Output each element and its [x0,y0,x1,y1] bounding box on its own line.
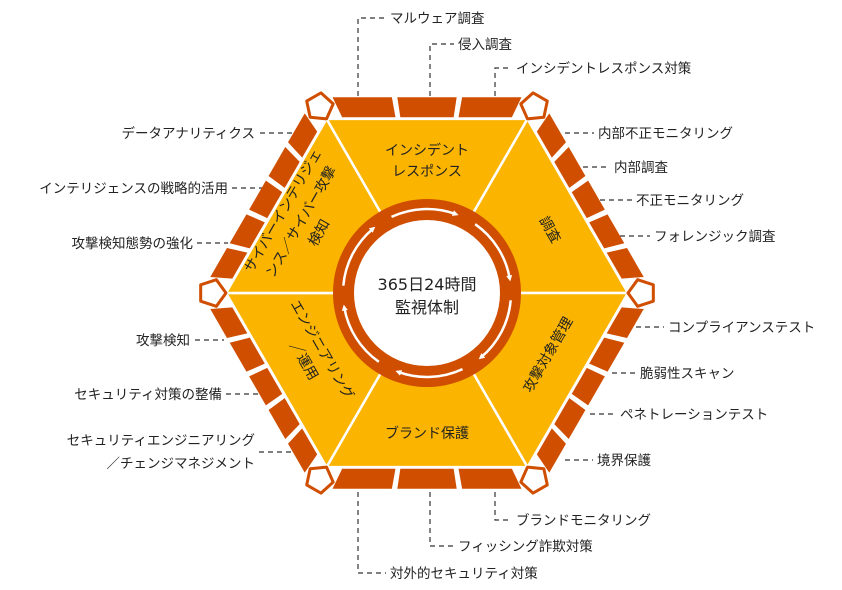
cycle-arrow-icon [478,300,512,360]
segment-incident-response-line2: レスポンス [392,164,462,180]
segment-brand-protection: ブランド保護 [385,425,469,442]
bar-segment [571,180,605,219]
cycle-arrow-icon [390,207,459,219]
cycle-arrow-icon [342,226,376,286]
callout-vulnerability-scan: 脆弱性スキャン [640,365,735,382]
callout-malware-investigation: マルウェア調査 [390,11,485,27]
bar-segment [571,367,605,406]
bar-segment [268,146,300,188]
callout-ir-measures: インシデントレスポンス対策 [516,60,692,77]
bar-segment [606,247,644,279]
callout-insider-monitoring: 内部不正モニタリング [598,126,733,142]
bar-segment [249,367,283,406]
callout-perimeter-protection: 境界保護 [597,453,651,469]
pentagon-node-icon [626,278,655,308]
center-circle [354,220,500,366]
callout-security-engineering-line2: ／チェンジマネジメント [107,456,256,472]
callout-attack-detection: 攻撃検知 [136,332,190,349]
callout-security-engineering-line1: セキュリティエンジニアリング [67,433,255,449]
cycle-arrow-icon [474,223,513,282]
callout-security-measures: セキュリティ対策の整備 [74,386,222,403]
callout-data-analytics: データアナリティクス [121,125,255,142]
callout-forensics: フォレンジック調査 [654,229,776,245]
vertex-pentagons [199,91,655,495]
callout-penetration-test: ペネトレーションテスト [620,407,768,423]
bar-segment [332,97,396,118]
bar-segment [554,146,586,188]
bar-segment [229,214,265,249]
bar-segment [536,113,566,158]
callout-intrusion-investigation: 侵入調査 [458,36,512,53]
callout-internal-investigation: 内部調査 [614,160,668,176]
callout-brand-monitoring: ブランドモニタリング [516,512,651,529]
pentagon-node-icon [305,465,335,495]
bar-segment [332,468,396,489]
center-line1: 365日24時間 [378,275,477,294]
bar-segment [397,468,457,489]
cycle-arrows [341,207,513,379]
bar-segment [397,97,457,118]
pentagon-node-icon [199,278,228,308]
callout-external-security: 対外的セキュリティ対策 [390,565,538,582]
callout-compliance-test: コンプライアンステスト [668,320,815,336]
center-line2: 監視体制 [395,298,459,317]
cycle-arrow-icon [341,304,380,363]
callout-detection-posture: 攻撃検知態勢の強化 [72,235,194,252]
callout-phishing-countermeasures: フィッシング詐欺対策 [458,538,593,555]
bar-segment [288,113,318,158]
bar-segment [458,97,522,118]
segment-incident-response-line1: インシデント [385,142,469,159]
bar-segment [288,428,318,473]
cycle-arrow-icon [395,367,464,379]
bar-segment [589,337,625,372]
bar-segment [249,180,283,219]
pentagon-node-icon [519,465,549,495]
bar-segment [589,214,625,249]
outer-bar-ring [210,97,644,489]
callout-labels: マルウェア調査 侵入調査 インシデントレスポンス対策 内部不正モニタリング 内部… [39,11,815,582]
bar-segment [268,398,300,440]
callout-fraud-monitoring: 不正モニタリング [636,193,744,209]
bar-segment [210,307,248,339]
pentagon-node-icon [305,91,335,121]
pentagon-node-icon [519,91,549,121]
bar-segment [606,307,644,339]
bar-segment [536,428,566,473]
bar-segment [458,468,522,489]
bar-segment [554,398,586,440]
callout-strategic-intelligence: インテリジェンスの戦略的活用 [39,181,228,197]
leader-lines [195,17,664,574]
bar-segment [210,247,248,279]
bar-segment [229,337,265,372]
